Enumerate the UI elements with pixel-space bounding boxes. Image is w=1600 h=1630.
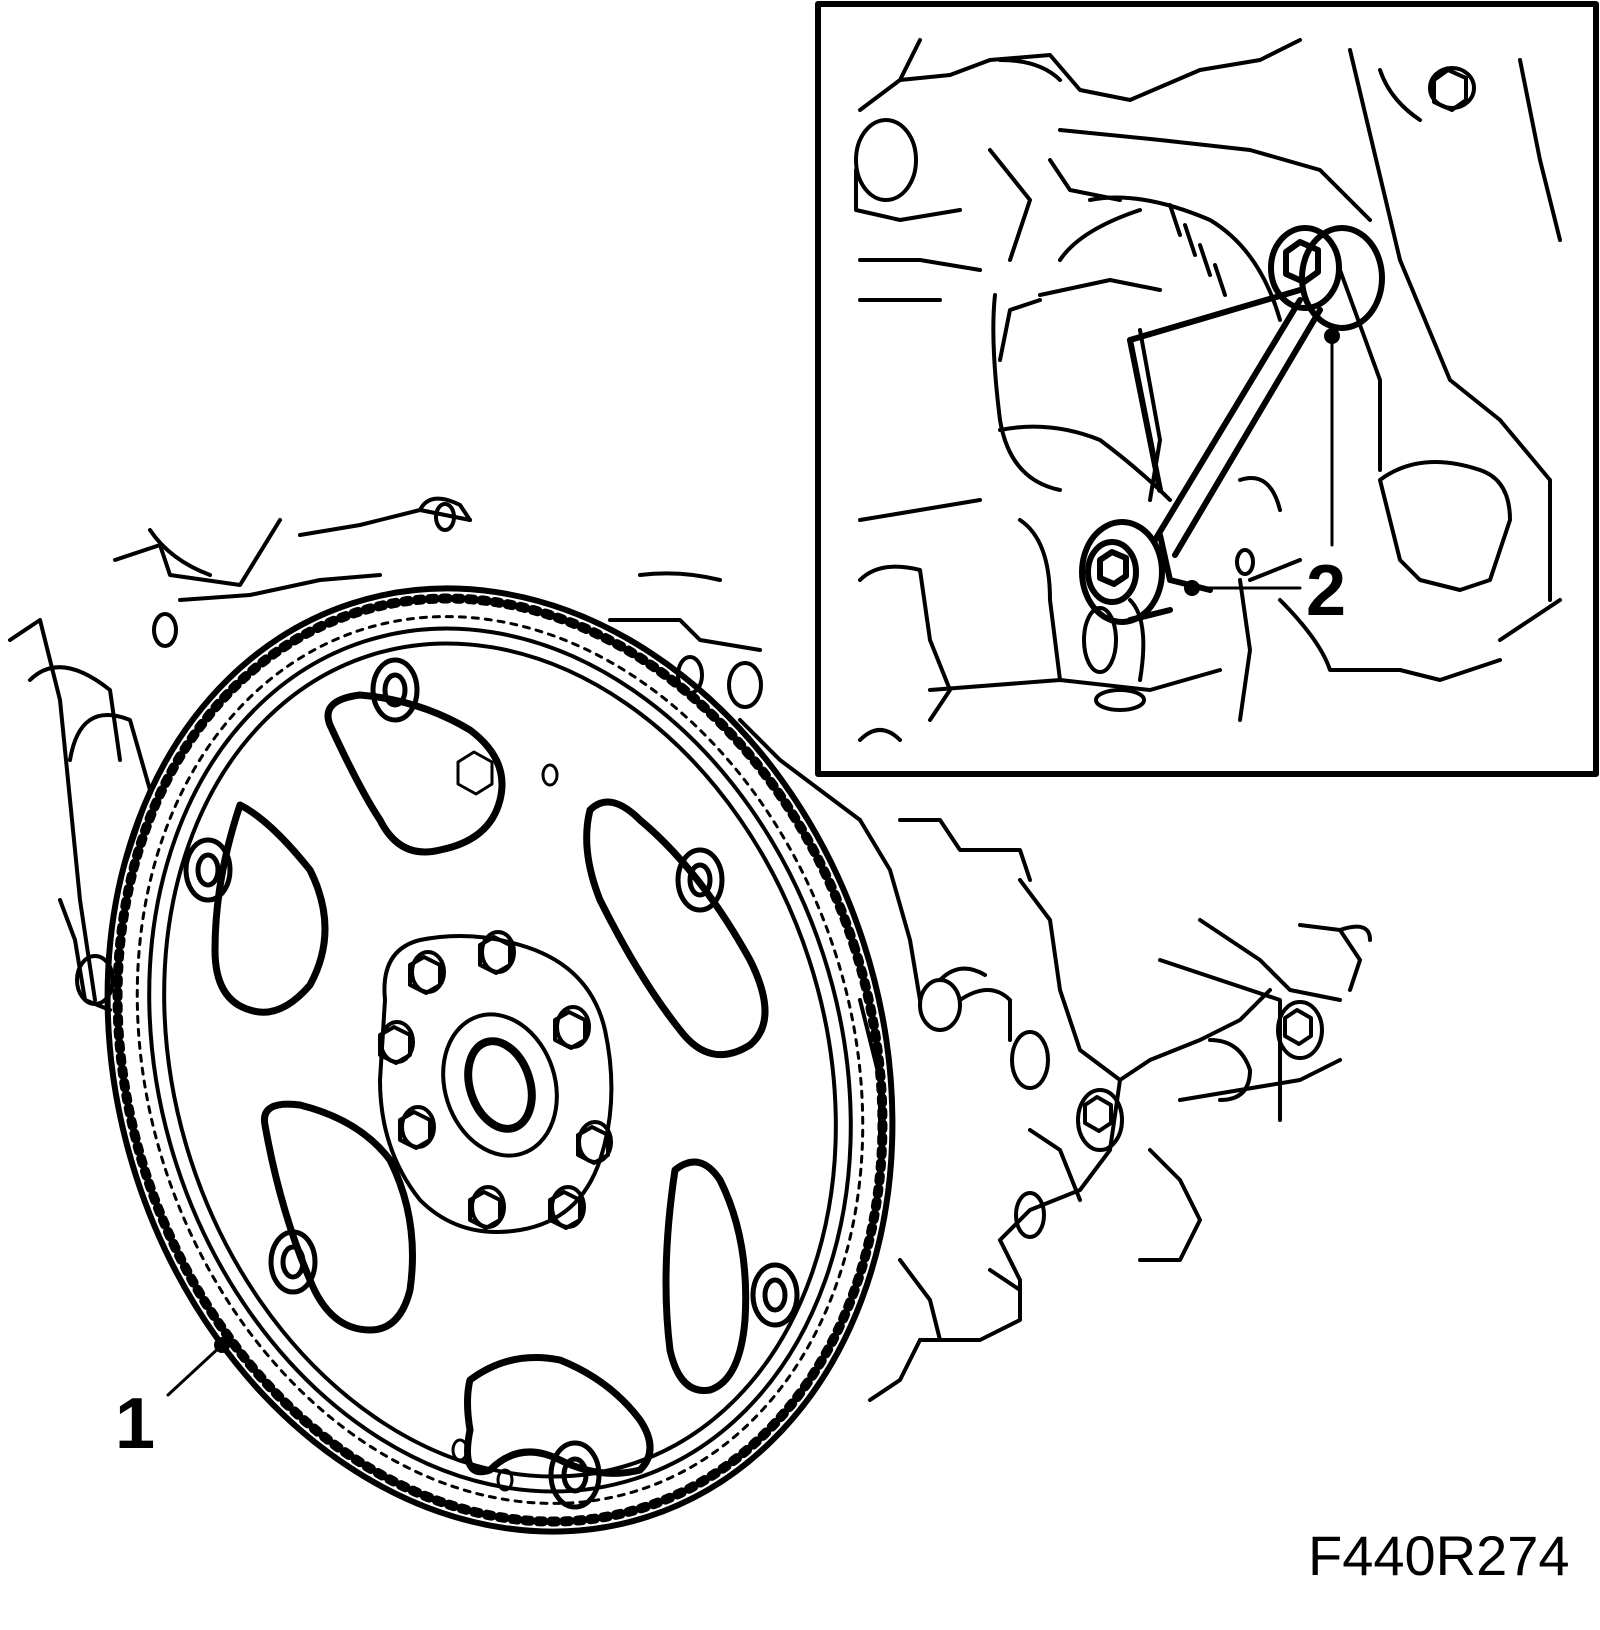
flywheel: [104, 585, 896, 1535]
figure-code: F440R274: [1308, 1524, 1570, 1587]
inset-detail: [815, 1, 1599, 777]
engine-block-outline: [8, 496, 1372, 1402]
callout-label-1: 1: [115, 1384, 156, 1464]
callout-1-leader: [166, 1337, 230, 1397]
callout-label-2: 2: [1306, 551, 1347, 631]
flywheel-locking-tool: [1079, 225, 1385, 625]
callout-2-leader: [1184, 328, 1340, 596]
